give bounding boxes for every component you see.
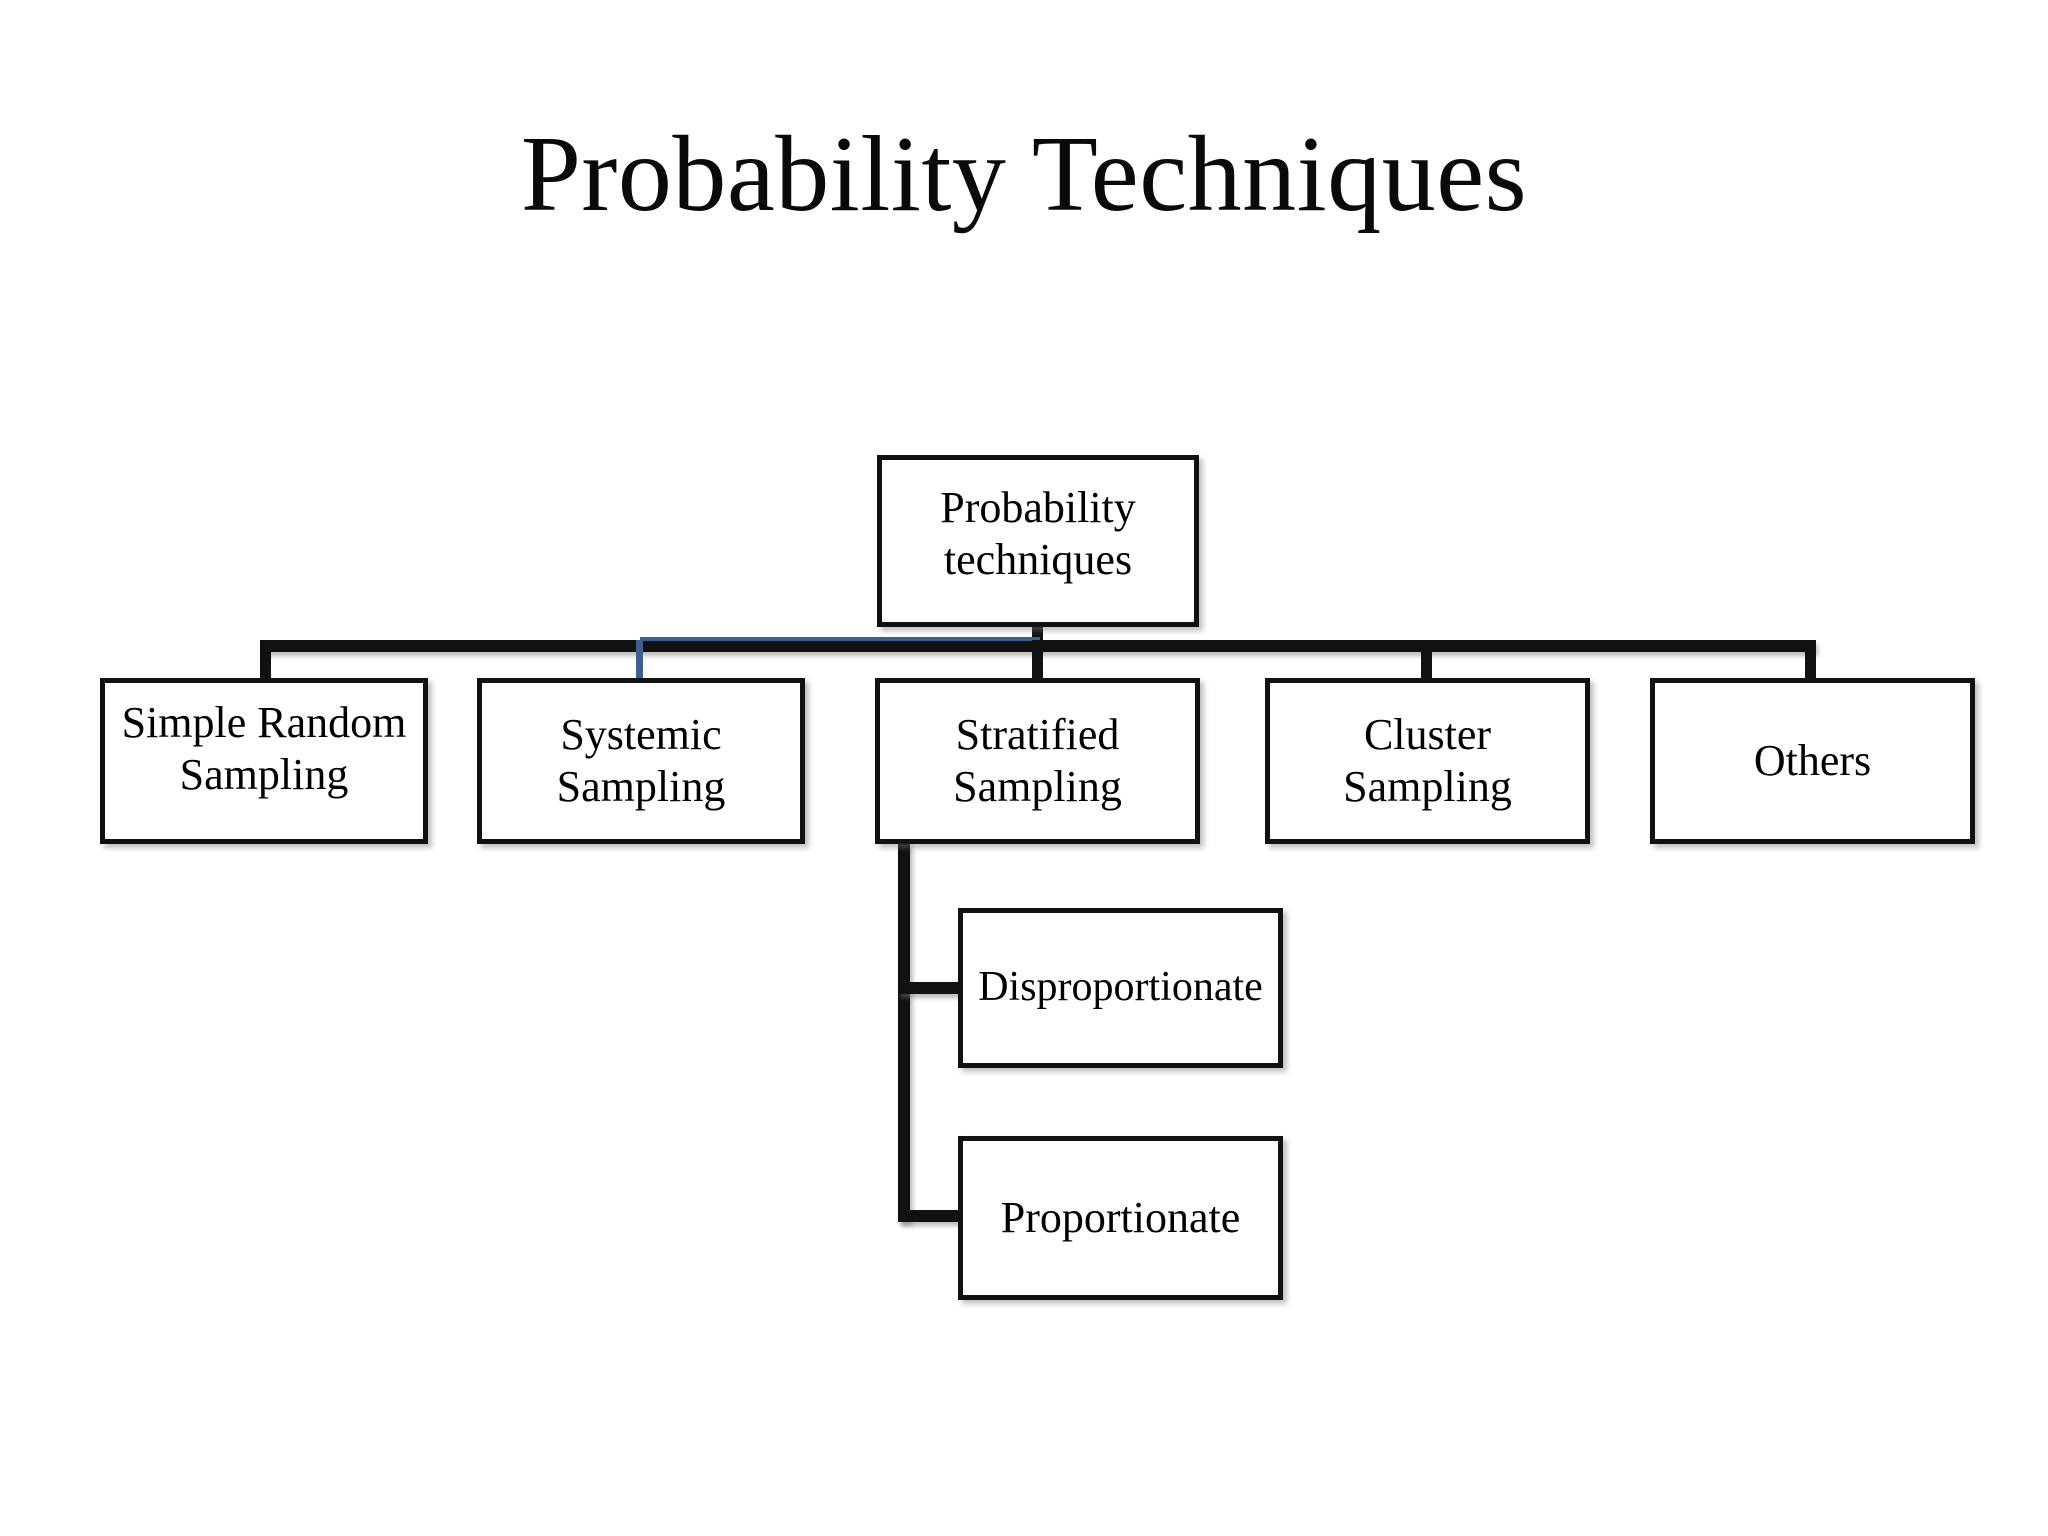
- node-label: Cluster Sampling: [1343, 710, 1512, 811]
- connector-drop-stratified-sampling: [1032, 640, 1043, 682]
- node-stratified-sampling[interactable]: Stratified Sampling: [875, 678, 1200, 844]
- node-label: Systemic Sampling: [556, 710, 726, 811]
- connector-bus-accent: [640, 637, 1040, 641]
- node-proportionate[interactable]: Proportionate: [958, 1136, 1283, 1300]
- node-label: Others: [1753, 736, 1872, 786]
- connector-drop-systemic-sampling: [636, 640, 643, 682]
- connector-drop-others: [1805, 640, 1816, 682]
- node-cluster-sampling[interactable]: Cluster Sampling: [1265, 678, 1590, 844]
- connector-stratified-spine: [898, 842, 910, 1222]
- connector-drop-cluster-sampling: [1421, 640, 1432, 682]
- node-simple-random-sampling[interactable]: Simple Random Sampling: [100, 678, 428, 844]
- connector-drop-simple-random-sampling: [260, 640, 271, 682]
- connector-branch-disproportionate: [898, 982, 960, 994]
- node-label: Probability techniques: [940, 483, 1136, 584]
- node-label: Simple Random Sampling: [121, 698, 407, 799]
- node-systemic-sampling[interactable]: Systemic Sampling: [477, 678, 805, 844]
- node-label: Stratified Sampling: [953, 710, 1122, 811]
- connector-branch-proportionate: [898, 1210, 960, 1222]
- node-disproportionate[interactable]: Disproportionate: [958, 908, 1283, 1068]
- node-others[interactable]: Others: [1650, 678, 1975, 844]
- node-label: Disproportionate: [978, 964, 1263, 1011]
- node-probability-techniques[interactable]: Probability techniques: [877, 455, 1199, 627]
- page-title: Probability Techniques: [520, 115, 1528, 234]
- node-label: Proportionate: [1000, 1193, 1241, 1243]
